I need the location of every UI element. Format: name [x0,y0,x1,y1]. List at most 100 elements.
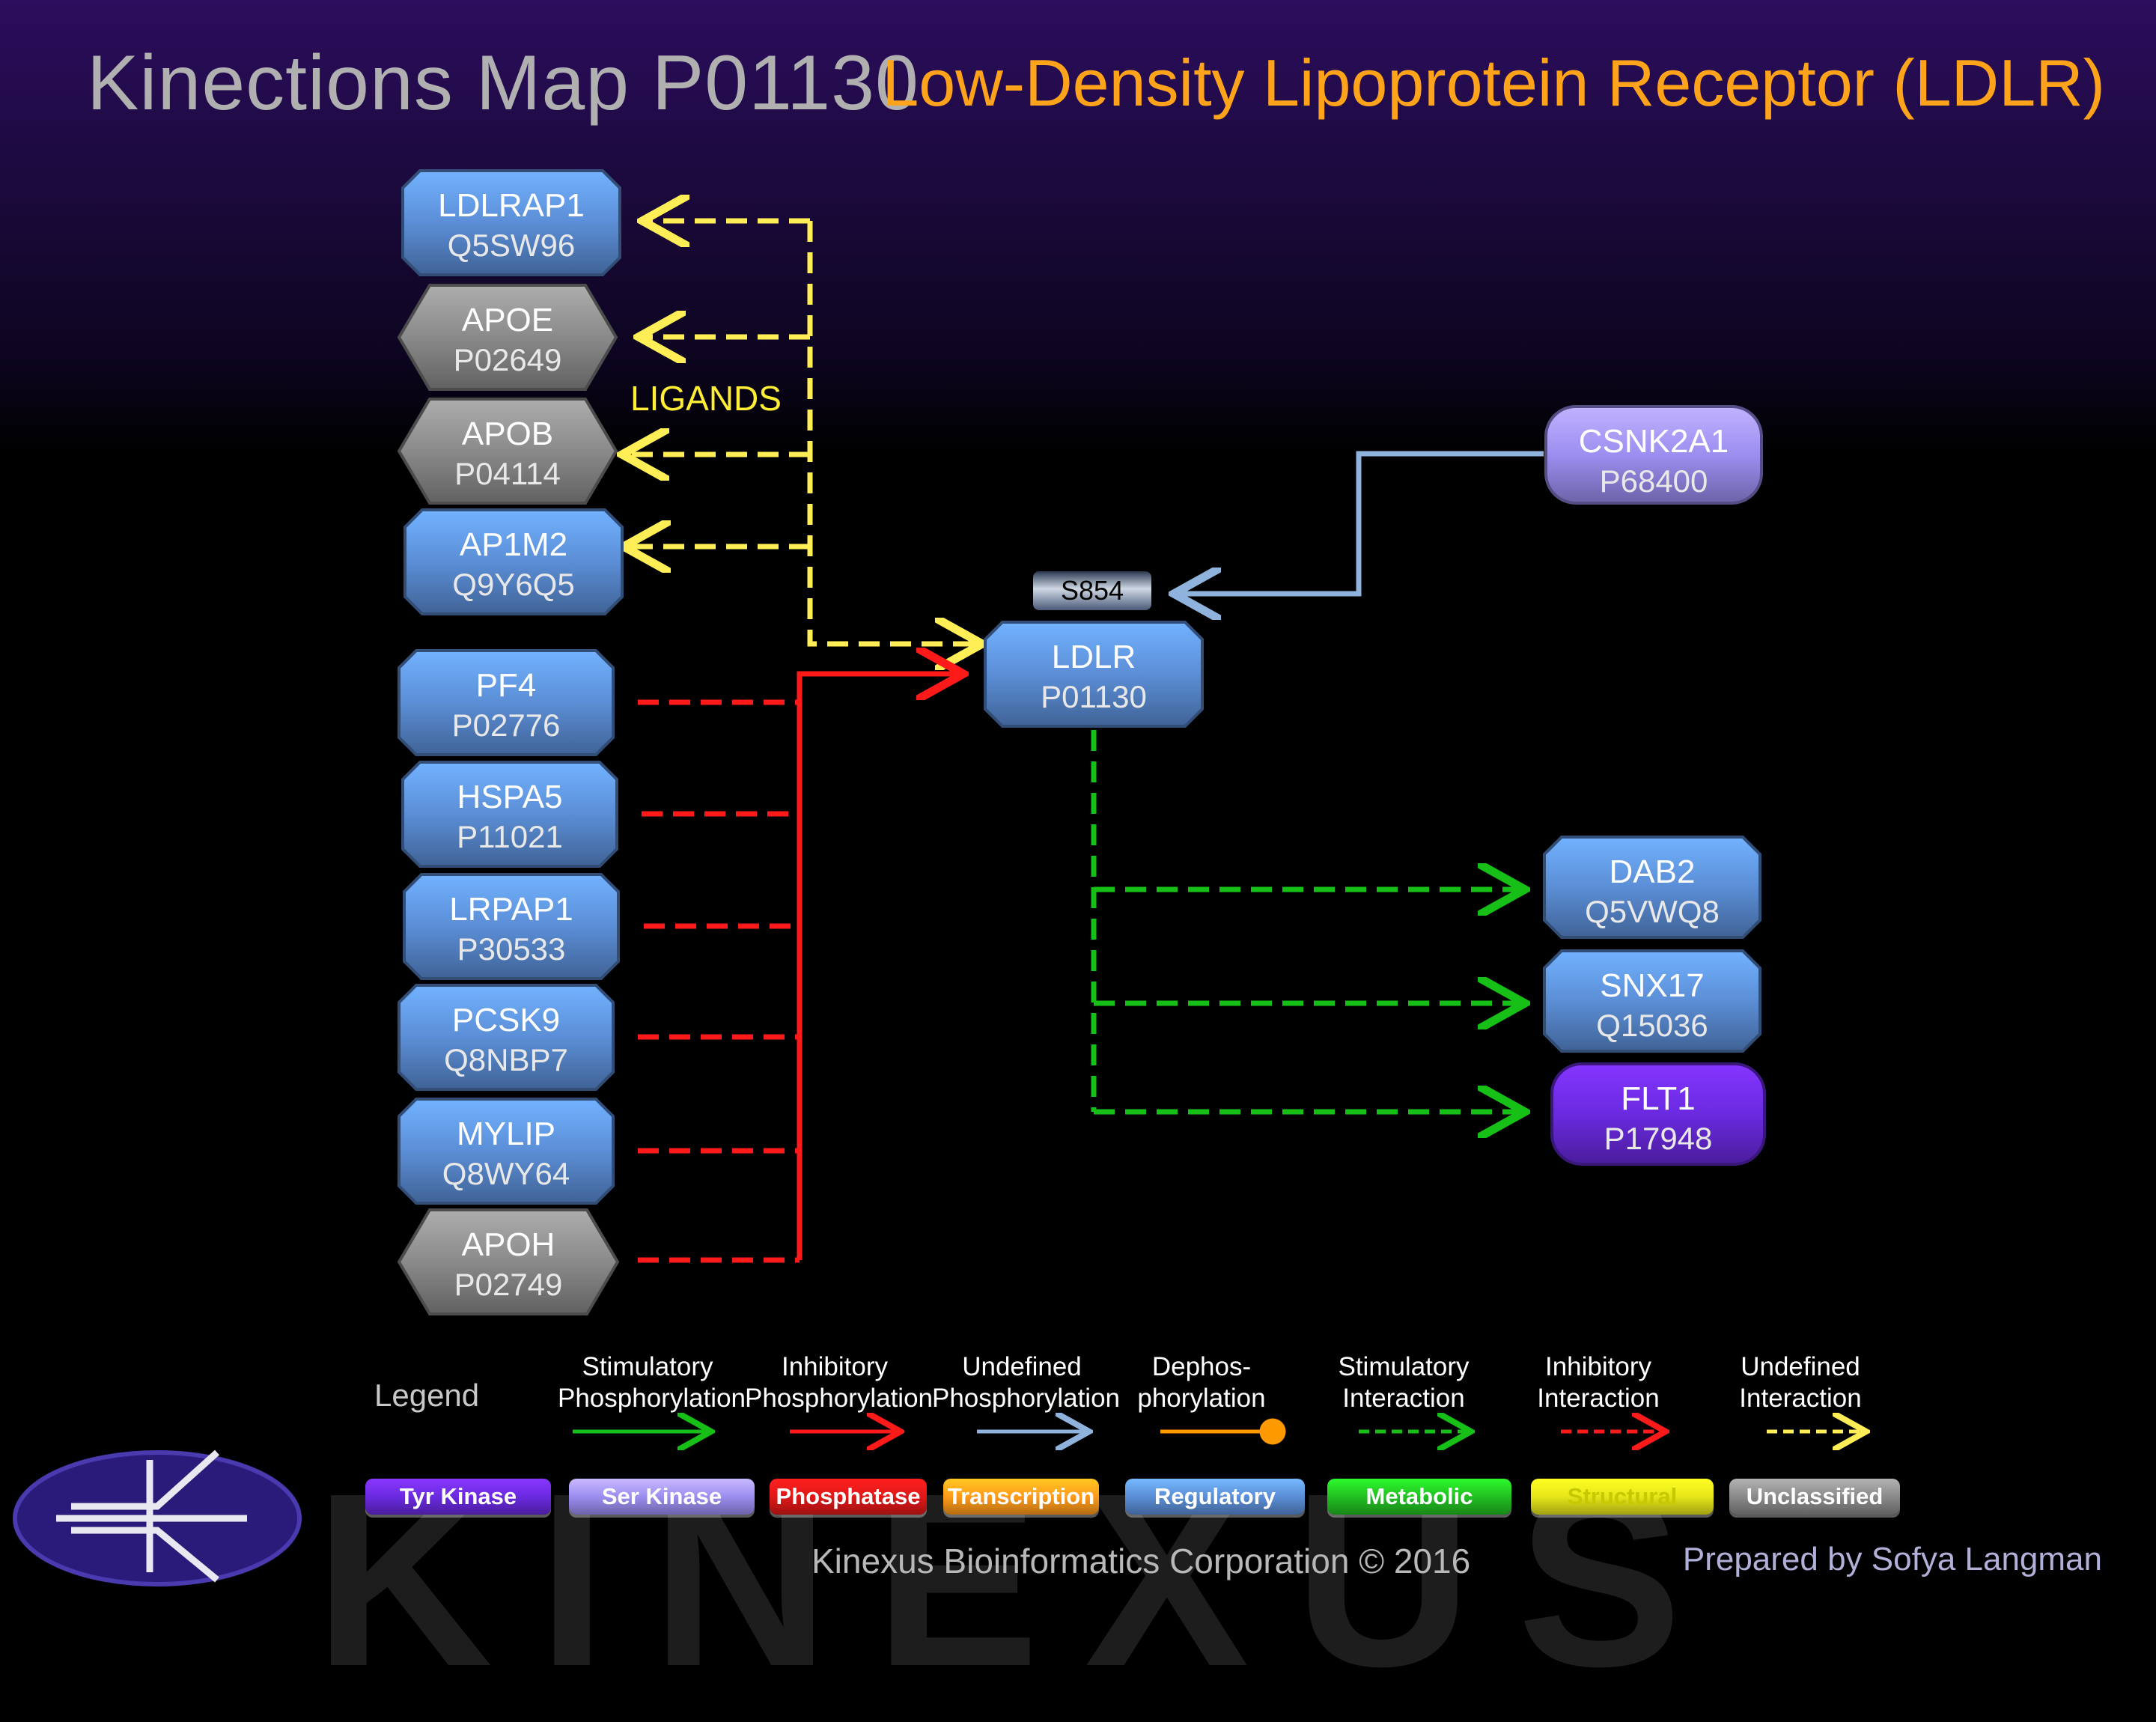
legend-arrow-label-line: Inhibitory [781,1352,889,1381]
legend-arrow-label-line: Phosphorylation [558,1384,746,1413]
legend-arrow-label-line: Inhibitory [1544,1352,1652,1381]
node-shape [398,1098,615,1205]
node-ldlr-center[interactable]: LDLR P01130 [983,620,1205,728]
node-name: HSPA5 [457,779,563,815]
node-accession: P02649 [453,342,562,377]
legend-arrow-label-line: Interaction [1739,1384,1862,1413]
legend-arrow-label-line: Stimulatory [582,1352,713,1381]
legend-arrow-label: Dephos-phorylation [1112,1351,1291,1414]
node-name: PF4 [475,667,537,704]
node-shape [397,1208,620,1315]
target-edges [1091,730,1520,1112]
legend-arrow-label-line: Stimulatory [1338,1352,1470,1381]
map-title: Kinections Map P01130 [87,40,919,127]
node-name: FLT1 [1621,1080,1696,1117]
phosphosite-s854[interactable]: S854 [1033,571,1151,610]
legend-chip-unclassified: Unclassified [1729,1479,1900,1515]
legend-arrow-label-line: Phosphorylation [745,1384,933,1413]
node-shape [984,621,1204,728]
legend-arrow-label-line: Undefined [962,1352,1082,1381]
node-name: DAB2 [1609,854,1696,890]
node-shape [1550,1062,1766,1166]
legend-title: Legend [374,1378,480,1413]
ligand-edges [627,221,977,644]
prepared-by: Prepared by Sofya Langman [1682,1541,2102,1578]
legend-arrow-label-line: phorylation [1137,1384,1266,1413]
edge-inhibitor-trunk [797,674,958,1260]
node-apob[interactable]: APOB P04114 [397,397,618,505]
legend-chip-phosphatase: Phosphatase [770,1479,927,1515]
kinexus-logo [13,1449,302,1586]
node-accession: P04114 [454,456,561,491]
legend-arrow-label-line: Phosphorylation [932,1384,1120,1413]
node-name: APOB [461,416,554,452]
node-name: LDLRAP1 [438,187,585,224]
node-shape [397,398,618,505]
node-accession: Q8NBP7 [444,1042,568,1077]
node-shape [398,984,615,1091]
node-accession: Q9Y6Q5 [452,567,575,602]
node-name: AP1M2 [459,526,568,563]
legend-arrow-label-line: Undefined [1741,1352,1860,1381]
node-shape [398,649,615,756]
edge-layer [13,0,2156,1586]
node-shape [1543,836,1761,939]
node-accession: P68400 [1599,463,1708,499]
protein-name-title: Low-Density Lipoprotein Receptor (LDLR) [882,46,2105,120]
node-name: SNX17 [1600,967,1705,1004]
node-name: APOE [461,302,554,338]
node-name: PCSK9 [451,1002,561,1038]
node-accession: Q8WY64 [442,1156,570,1191]
legend-chip-ser-kinase: Ser Kinase [569,1479,755,1515]
node-shape [397,284,618,391]
node-shape [403,873,620,980]
node-name: CSNK2A1 [1578,423,1729,460]
legend-chip-transcription: Transcription [943,1479,1099,1515]
legend-chip-structural: Structural [1531,1479,1714,1515]
legend-chip-metabolic: Metabolic [1327,1479,1511,1515]
node-shape [1543,949,1761,1053]
node-name: LDLR [1051,639,1136,675]
node-accession: Q15036 [1596,1008,1708,1043]
node-accession: P17948 [1604,1121,1713,1156]
node-shape [401,169,621,276]
legend-arrow-label-line: Interaction [1537,1384,1660,1413]
legend-arrow-label-line: Dephos- [1151,1352,1252,1381]
ligands-label: LIGANDS [630,379,782,418]
legend-chip-tyr-kinase: Tyr Kinase [365,1479,551,1515]
node-shape [401,761,618,868]
node-accession: Q5VWQ8 [1585,894,1720,929]
inhibitor-edges [638,674,958,1263]
node-accession: P11021 [457,819,563,854]
company-credit: Kinexus Bioinformatics Corporation © 201… [811,1542,1471,1580]
node-accession: P30533 [457,931,566,967]
node-name: MYLIP [456,1116,556,1152]
legend-chip-regulatory: Regulatory [1125,1479,1305,1515]
node-accession: Q5SW96 [447,228,576,263]
node-accession: P02749 [454,1267,563,1302]
node-shape [1544,405,1763,505]
edge-csnk2a1-to-s854 [1179,451,1544,594]
node-mylip[interactable]: MYLIP Q8WY64 [397,1097,615,1205]
legend-arrow-label-line: Interaction [1342,1384,1465,1413]
node-apoe[interactable]: APOE P02649 [397,283,618,392]
node-accession: P01130 [1041,679,1147,714]
node-name: LRPAP1 [449,891,573,928]
